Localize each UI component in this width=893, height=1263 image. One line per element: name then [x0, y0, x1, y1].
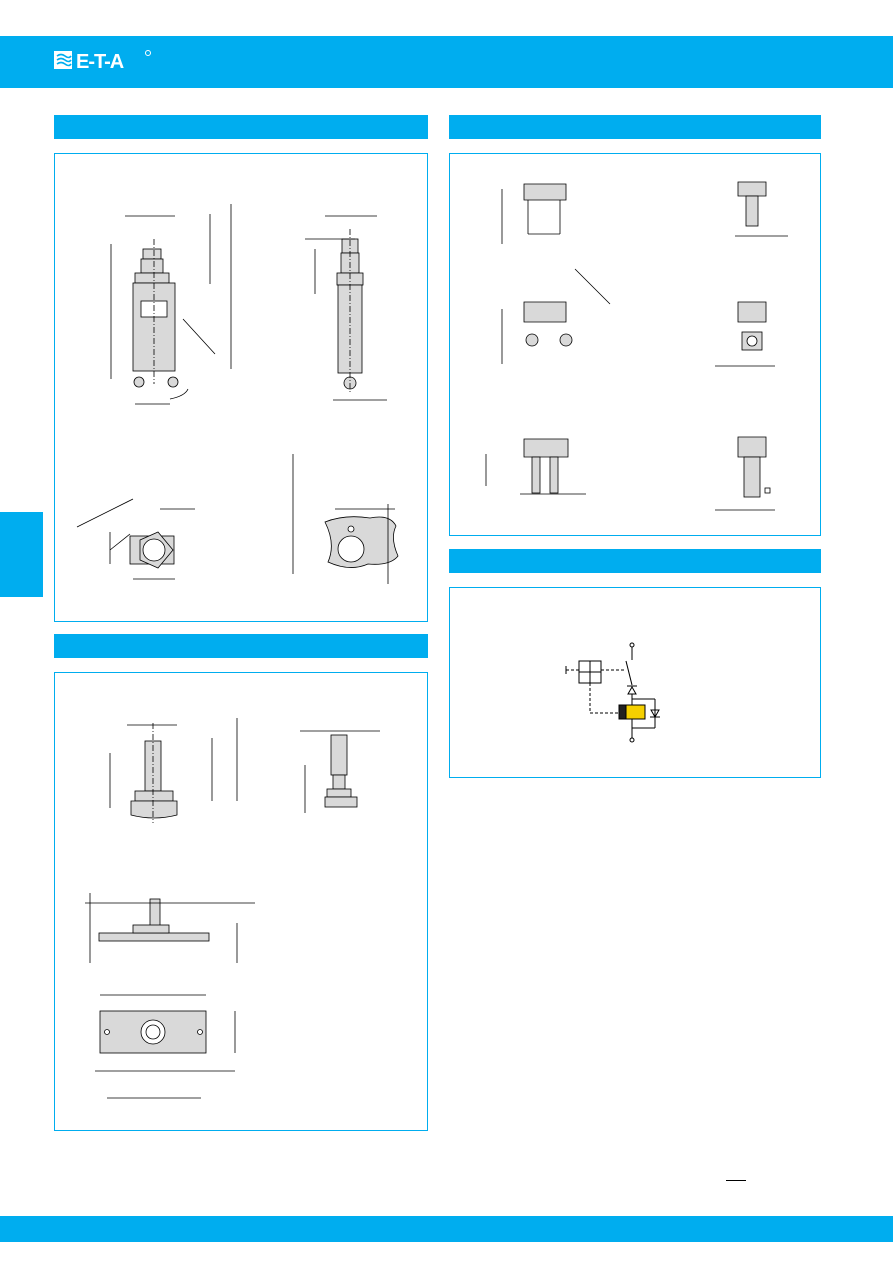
top-brand-bar — [0, 36, 893, 88]
schematic-diagram — [565, 642, 660, 743]
svg-text:E-T-A: E-T-A — [76, 51, 124, 73]
terminal-screw — [501, 268, 775, 367]
side-tab — [0, 512, 43, 597]
accessories-panel — [54, 672, 428, 1131]
side-view-drawing — [305, 215, 387, 401]
terminal-drawings — [485, 181, 788, 511]
nut-view-drawing — [76, 498, 195, 580]
bottom-brand-bar — [0, 1216, 893, 1242]
eta-logo: E-T-A — [54, 50, 151, 73]
terminal-quick-connect — [501, 181, 788, 244]
section-header-terminals — [449, 115, 821, 139]
section-header-dimensions — [54, 115, 428, 139]
dimension-drawings — [76, 204, 399, 584]
section-header-accessories — [54, 634, 428, 658]
page-number-underline — [726, 1180, 746, 1181]
dimensions-panel — [54, 153, 428, 622]
section-header-schematic — [449, 549, 821, 573]
accessory-drawings — [85, 718, 380, 1099]
terminals-panel — [449, 153, 821, 536]
schematic-panel — [449, 587, 821, 778]
front-view-drawing — [110, 204, 232, 405]
panel-cutout-drawing — [292, 454, 399, 584]
terminal-solder — [485, 436, 775, 511]
